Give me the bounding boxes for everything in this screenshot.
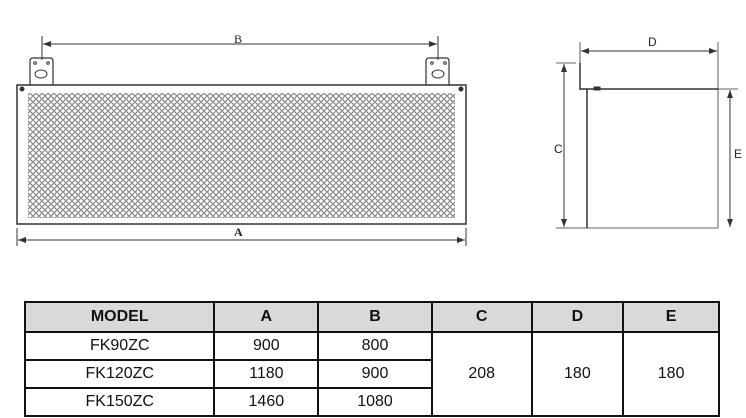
front-view bbox=[16, 36, 467, 246]
mounting-bracket-left bbox=[29, 57, 54, 85]
e-cell: 180 bbox=[622, 331, 720, 417]
b-cell: 800 bbox=[317, 331, 433, 361]
header-e: E bbox=[622, 301, 720, 333]
header-c: C bbox=[430, 301, 533, 333]
perforated-grille bbox=[28, 93, 455, 218]
dimension-a-label: A bbox=[234, 225, 243, 239]
dimension-c-label: C bbox=[554, 142, 563, 156]
table-header-row: MODEL A B C D E bbox=[23, 301, 720, 333]
a-cell: 1180 bbox=[213, 359, 320, 389]
model-cell: FK120ZC bbox=[23, 359, 216, 389]
mounting-bracket-right bbox=[425, 57, 450, 85]
dimension-b-label: B bbox=[234, 32, 243, 46]
header-d: D bbox=[530, 301, 625, 333]
dimensions-table: MODEL A B C D E FK90ZC 900 800 208 180 1… bbox=[23, 301, 720, 417]
b-cell: 900 bbox=[317, 359, 433, 389]
a-cell: 1460 bbox=[213, 387, 320, 417]
header-model: MODEL bbox=[23, 301, 216, 333]
d-cell: 180 bbox=[530, 331, 625, 417]
b-cell: 1080 bbox=[317, 387, 433, 417]
c-cell: 208 bbox=[430, 331, 533, 417]
dimension-e-label: E bbox=[734, 147, 743, 161]
dimension-d-label: D bbox=[648, 35, 657, 49]
header-a: A bbox=[213, 301, 320, 333]
front-panel bbox=[16, 84, 467, 225]
table-row: FK120ZC 1180 900 bbox=[23, 359, 719, 389]
table-row: FK150ZC 1460 1080 bbox=[23, 387, 719, 417]
table-row: FK90ZC 900 800 208 180 180 bbox=[23, 331, 720, 417]
a-cell: 900 bbox=[213, 331, 320, 361]
header-b: B bbox=[317, 301, 433, 333]
model-cell: FK150ZC bbox=[23, 387, 216, 417]
model-cell: FK90ZC bbox=[23, 331, 216, 361]
side-view bbox=[556, 42, 738, 229]
